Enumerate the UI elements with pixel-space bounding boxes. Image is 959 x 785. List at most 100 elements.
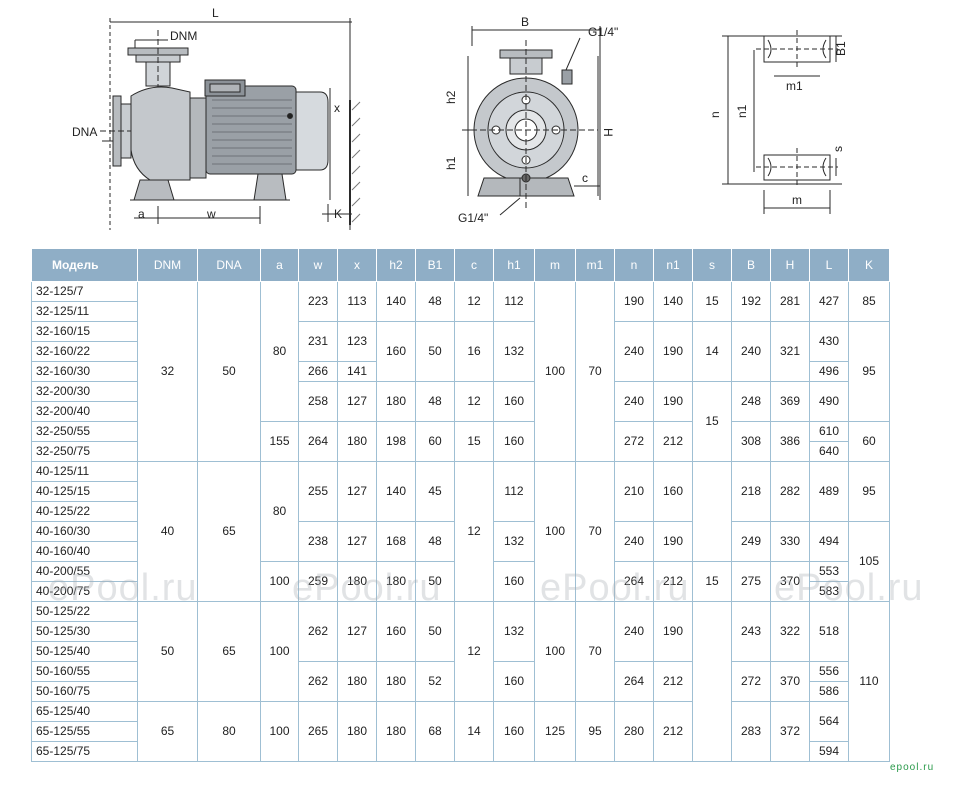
- technical-drawings: L DNM DNA x a w K: [0, 0, 959, 245]
- value-cell: 65: [197, 601, 261, 702]
- dim-h1: h1: [444, 156, 458, 170]
- table-row: 32-125/11: [31, 301, 890, 322]
- value-cell: 262: [298, 661, 338, 702]
- value-cell: 52: [415, 661, 455, 702]
- value-cell: 610: [809, 421, 849, 442]
- header-n1: n1: [653, 248, 693, 282]
- value-cell: 40: [137, 461, 198, 602]
- value-cell: 243: [731, 601, 771, 662]
- value-cell: 160: [493, 381, 535, 422]
- value-cell: 140: [653, 281, 693, 322]
- table-row: 65-125/75 594: [31, 741, 890, 762]
- header-b: B: [731, 248, 771, 282]
- value-cell: 282: [770, 461, 810, 522]
- value-cell: 45: [415, 461, 455, 522]
- value-cell: 70: [575, 461, 615, 602]
- value-cell: 50: [415, 601, 455, 662]
- header-h1: h1: [493, 248, 535, 282]
- value-cell: 240: [614, 381, 654, 422]
- header-c: c: [454, 248, 494, 282]
- value-cell: 32: [137, 281, 198, 462]
- value-cell: 262: [298, 601, 338, 662]
- value-cell: 48: [415, 521, 455, 562]
- value-cell: 190: [653, 381, 693, 422]
- dim-L: L: [212, 6, 219, 20]
- model-cell: 32-160/22: [31, 341, 138, 362]
- value-cell: 518: [809, 601, 849, 662]
- value-cell: 105: [848, 521, 890, 602]
- value-cell: 231: [298, 321, 338, 362]
- value-cell: 586: [809, 681, 849, 702]
- value-cell: 140: [376, 281, 416, 322]
- value-cell: 259: [298, 561, 338, 602]
- value-cell: 272: [731, 661, 771, 702]
- value-cell: 60: [415, 421, 455, 462]
- value-cell: 240: [731, 321, 771, 382]
- model-cell: 32-160/30: [31, 361, 138, 382]
- value-cell: 594: [809, 741, 849, 762]
- value-cell: 14: [692, 321, 732, 382]
- header-s: s: [692, 248, 732, 282]
- value-cell: 494: [809, 521, 849, 562]
- value-cell: 430: [809, 321, 849, 362]
- value-cell: 190: [653, 521, 693, 562]
- value-cell: 564: [809, 701, 849, 742]
- model-cell: 40-125/15: [31, 481, 138, 502]
- value-cell: 264: [614, 561, 654, 602]
- value-cell: 281: [770, 281, 810, 322]
- dim-G-bottom: G1/4": [458, 211, 488, 225]
- dim-H: H: [601, 128, 615, 137]
- value-cell: 80: [260, 461, 299, 562]
- value-cell: 70: [575, 601, 615, 702]
- value-cell: 240: [614, 321, 654, 382]
- value-cell: 113: [337, 281, 377, 322]
- table-row: 40-160/40: [31, 541, 890, 562]
- value-cell: 160: [493, 421, 535, 462]
- site-watermark: epool.ru: [890, 762, 935, 773]
- model-cell: 40-125/22: [31, 501, 138, 522]
- model-cell: 32-125/11: [31, 301, 138, 322]
- dim-m1: m1: [786, 79, 803, 93]
- value-cell: 427: [809, 281, 849, 322]
- model-cell: 65-125/75: [31, 741, 138, 762]
- dim-B: B: [521, 15, 529, 29]
- value-cell: [692, 461, 732, 562]
- value-cell: 370: [770, 561, 810, 602]
- value-cell: 100: [260, 701, 299, 762]
- value-cell: 386: [770, 421, 810, 462]
- model-cell: 50-125/22: [31, 601, 138, 622]
- foot-view: [722, 30, 842, 214]
- model-cell: 32-250/75: [31, 441, 138, 462]
- value-cell: 95: [848, 461, 890, 522]
- value-cell: 272: [614, 421, 654, 462]
- value-cell: 160: [493, 701, 535, 762]
- value-cell: 198: [376, 421, 416, 462]
- value-cell: 100: [260, 601, 299, 702]
- value-cell: 125: [534, 701, 576, 762]
- value-cell: 80: [260, 281, 299, 422]
- value-cell: 85: [848, 281, 890, 322]
- value-cell: 180: [376, 381, 416, 422]
- value-cell: 370: [770, 661, 810, 702]
- model-cell: 32-125/7: [31, 281, 138, 302]
- model-cell: 40-160/40: [31, 541, 138, 562]
- value-cell: 330: [770, 521, 810, 562]
- value-cell: 50: [415, 321, 455, 382]
- header-l: L: [809, 248, 849, 282]
- dim-w: w: [206, 207, 216, 221]
- header-k: K: [848, 248, 890, 282]
- dim-c: c: [582, 171, 588, 185]
- table-row: 40-125/15: [31, 481, 890, 502]
- header-b1: B1: [415, 248, 455, 282]
- table-row: 65-125/55: [31, 721, 890, 742]
- value-cell: 275: [731, 561, 771, 602]
- dim-G-top: G1/4": [588, 25, 618, 39]
- value-cell: 265: [298, 701, 338, 762]
- value-cell: 127: [337, 601, 377, 662]
- value-cell: 180: [337, 421, 377, 462]
